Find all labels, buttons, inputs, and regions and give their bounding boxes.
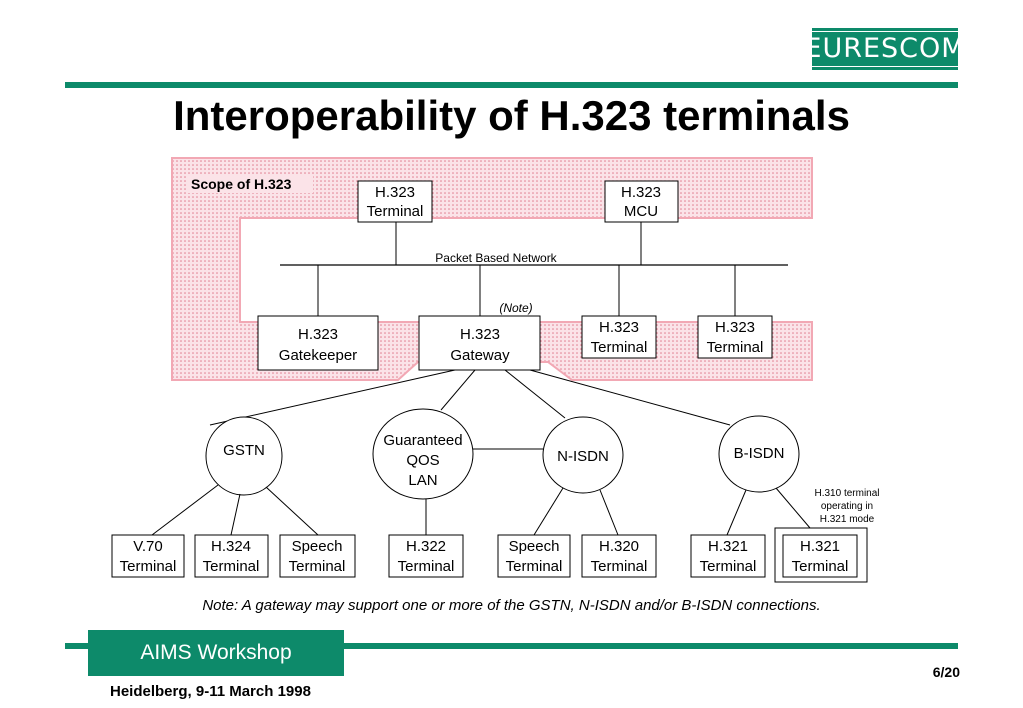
svg-text:N-ISDN: N-ISDN bbox=[557, 448, 609, 465]
svg-text:Terminal: Terminal bbox=[120, 558, 177, 575]
network-label: Packet Based Network bbox=[435, 251, 557, 265]
svg-text:Guaranteed: Guaranteed bbox=[383, 432, 462, 449]
svg-text:H.324: H.324 bbox=[211, 538, 251, 555]
svg-text:H.323: H.323 bbox=[375, 184, 415, 201]
svg-text:Terminal: Terminal bbox=[398, 558, 455, 575]
scope-label: Scope of H.323 bbox=[191, 176, 292, 192]
svg-text:QOS: QOS bbox=[406, 452, 439, 469]
network-label-bg bbox=[418, 250, 574, 264]
h323-terminal-top-box: H.323 Terminal bbox=[357, 180, 433, 223]
svg-text:GSTN: GSTN bbox=[223, 442, 265, 459]
n-isdn-network: N-ISDN bbox=[542, 416, 624, 494]
svg-text:H.321: H.321 bbox=[708, 538, 748, 555]
svg-text:H.320: H.320 bbox=[599, 538, 639, 555]
svg-text:H.321 mode: H.321 mode bbox=[820, 514, 875, 525]
page-title: Interoperability of H.323 terminals bbox=[173, 92, 850, 139]
eurescom-logo: EURESCOM bbox=[797, 28, 973, 70]
h323-mcu-box: H.323 MCU bbox=[604, 180, 679, 223]
svg-text:Terminal: Terminal bbox=[707, 339, 764, 356]
svg-text:Gatekeeper: Gatekeeper bbox=[279, 347, 357, 364]
svg-text:H.323: H.323 bbox=[621, 184, 661, 201]
h320-terminal-box: H.320 Terminal bbox=[581, 534, 657, 578]
event-location-date: Heidelberg, 9-11 March 1998 bbox=[110, 683, 311, 700]
b-isdn-network: B-ISDN bbox=[718, 415, 800, 493]
h323-gateway-box: H.323 Gateway bbox=[418, 315, 541, 371]
svg-text:Terminal: Terminal bbox=[792, 558, 849, 575]
svg-text:Terminal: Terminal bbox=[203, 558, 260, 575]
svg-text:Terminal: Terminal bbox=[506, 558, 563, 575]
h323-terminal-mid2-box: H.323 Terminal bbox=[697, 315, 773, 359]
svg-text:Terminal: Terminal bbox=[591, 339, 648, 356]
svg-text:H.323: H.323 bbox=[715, 319, 755, 336]
svg-text:H.323: H.323 bbox=[460, 326, 500, 343]
svg-text:Speech: Speech bbox=[509, 538, 560, 555]
speech-terminal-1-box: Speech Terminal bbox=[279, 534, 356, 578]
svg-text:H.310 terminal: H.310 terminal bbox=[814, 488, 879, 499]
svg-text:Terminal: Terminal bbox=[591, 558, 648, 575]
header-divider bbox=[65, 82, 958, 88]
page-number: 6/20 bbox=[932, 664, 960, 680]
svg-text:Gateway: Gateway bbox=[450, 347, 510, 364]
h322-terminal-box: H.322 Terminal bbox=[388, 534, 464, 578]
svg-text:Speech: Speech bbox=[292, 538, 343, 555]
note-marker: (Note) bbox=[499, 301, 532, 315]
svg-text:V.70: V.70 bbox=[133, 538, 162, 555]
svg-text:H.323: H.323 bbox=[599, 319, 639, 336]
h321-terminal-a-box: H.321 Terminal bbox=[690, 534, 766, 578]
svg-text:operating in: operating in bbox=[821, 501, 873, 512]
h323-terminal-mid1-box: H.323 Terminal bbox=[581, 315, 657, 359]
gateway-note: Note: A gateway may support one or more … bbox=[202, 597, 821, 614]
footer-divider bbox=[65, 643, 958, 649]
svg-text:Terminal: Terminal bbox=[367, 203, 424, 220]
svg-text:Terminal: Terminal bbox=[289, 558, 346, 575]
svg-text:H.323: H.323 bbox=[298, 326, 338, 343]
scope-label-bg bbox=[188, 175, 313, 193]
speech-terminal-2-box: Speech Terminal bbox=[497, 534, 571, 578]
svg-text:LAN: LAN bbox=[408, 472, 437, 489]
svg-text:Terminal: Terminal bbox=[700, 558, 757, 575]
v70-terminal-box: V.70 Terminal bbox=[111, 534, 185, 578]
svg-text:B-ISDN: B-ISDN bbox=[734, 445, 785, 462]
logo-text: EURESCOM bbox=[797, 31, 973, 67]
svg-text:H.322: H.322 bbox=[406, 538, 446, 555]
h324-terminal-box: H.324 Terminal bbox=[194, 534, 269, 578]
gstn-network: GSTN bbox=[205, 416, 283, 496]
svg-text:MCU: MCU bbox=[624, 203, 658, 220]
h323-gatekeeper-box: H.323 Gatekeeper bbox=[257, 315, 379, 371]
workshop-badge: AIMS Workshop bbox=[88, 630, 344, 676]
svg-text:H.321: H.321 bbox=[800, 538, 840, 555]
h321-terminal-b-box: H.321 Terminal bbox=[774, 527, 868, 583]
qos-lan-network: Guaranteed QOS LAN bbox=[372, 408, 474, 500]
